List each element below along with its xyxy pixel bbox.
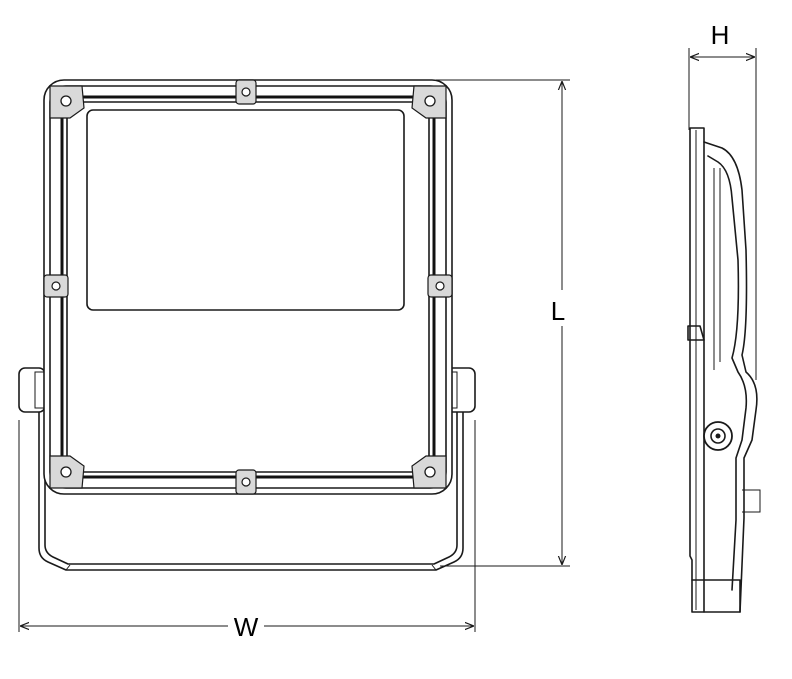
height-label: H xyxy=(711,20,730,50)
clip-bottom-left xyxy=(49,455,85,489)
clip-top-left xyxy=(49,85,85,119)
lens-window xyxy=(86,109,405,311)
length-dimension: L xyxy=(436,79,576,567)
width-label: W xyxy=(234,612,259,642)
width-dimension: W xyxy=(18,420,476,642)
front-view xyxy=(18,79,476,571)
lamp-housing xyxy=(43,79,453,495)
clip-bottom-right xyxy=(411,455,447,489)
length-label: L xyxy=(551,296,565,326)
frame-clips xyxy=(43,79,453,495)
height-dimension: H xyxy=(688,20,757,380)
clip-top-right xyxy=(411,85,447,119)
clip-bottom-center xyxy=(235,469,257,495)
clip-right-middle xyxy=(427,274,453,298)
clip-left-middle xyxy=(43,274,69,298)
side-view xyxy=(687,127,761,613)
clip-top-center xyxy=(235,79,257,105)
